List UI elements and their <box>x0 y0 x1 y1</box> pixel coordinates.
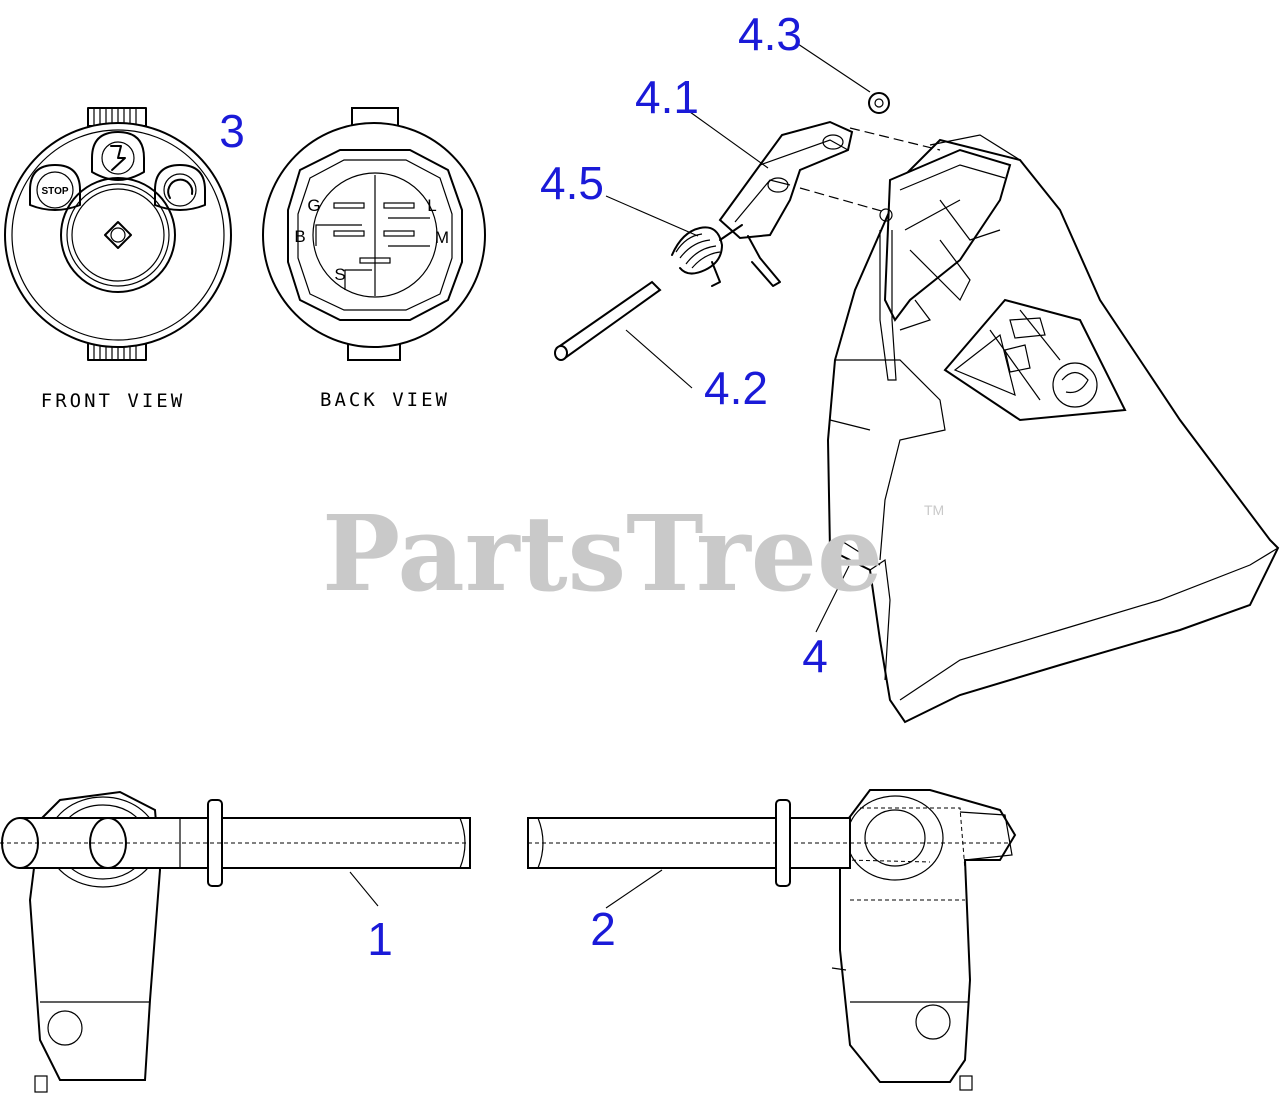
callout-2: 2 <box>590 903 616 955</box>
terminal-g: G <box>307 196 320 215</box>
terminal-blades <box>315 202 430 290</box>
ignition-switch-back-view: G L B M S <box>262 107 486 361</box>
terminal-s: S <box>334 265 345 284</box>
assembly-line-upper <box>849 127 941 151</box>
leader-1 <box>349 871 379 907</box>
partstree-watermark: PartsTree <box>322 492 883 615</box>
terminal-l: L <box>427 196 436 215</box>
torsion-spring-4-5 <box>671 224 743 287</box>
callout-4-1: 4.1 <box>635 71 699 123</box>
leader-4-2 <box>625 329 693 389</box>
terminal-m: M <box>435 228 449 247</box>
callout-3: 3 <box>219 105 245 157</box>
terminal-b: B <box>294 227 305 246</box>
stop-label: STOP <box>41 186 68 197</box>
callout-4-2: 4.2 <box>704 362 768 414</box>
washer-4-3 <box>868 92 890 114</box>
back-body <box>262 122 486 348</box>
ignition-switch-front-view: STOP <box>4 107 232 361</box>
chute-shell <box>826 138 1280 724</box>
start-arrow-icon <box>167 178 194 199</box>
back-view-caption: BACK VIEW <box>320 389 450 411</box>
callout-1: 1 <box>367 913 393 965</box>
callout-4-5: 4.5 <box>540 157 604 209</box>
front-body <box>4 122 232 348</box>
chute-hinge-block <box>883 148 1012 322</box>
callout-4: 4 <box>802 630 828 682</box>
callout-4-3: 4.3 <box>738 8 802 60</box>
headlight-icon <box>110 145 126 171</box>
assembly-line-lower <box>799 187 886 213</box>
key-slot <box>104 221 132 249</box>
leader-4-1 <box>689 111 769 169</box>
leader-4-5 <box>605 195 699 237</box>
hinge-bracket-4-1 <box>718 120 854 287</box>
watermark-trademark: TM <box>924 502 944 518</box>
key-cylinder <box>60 177 176 293</box>
front-view-caption: FRONT VIEW <box>41 390 185 412</box>
leader-2 <box>605 869 663 909</box>
leader-4 <box>815 565 850 633</box>
pivot-arm-right <box>527 789 1017 1091</box>
connector-housing <box>287 149 463 321</box>
discharge-chute <box>826 134 1280 724</box>
leader-4-3 <box>797 43 871 93</box>
pivot-arm-left <box>0 790 471 1093</box>
hinge-pin-4-2 <box>554 280 662 361</box>
